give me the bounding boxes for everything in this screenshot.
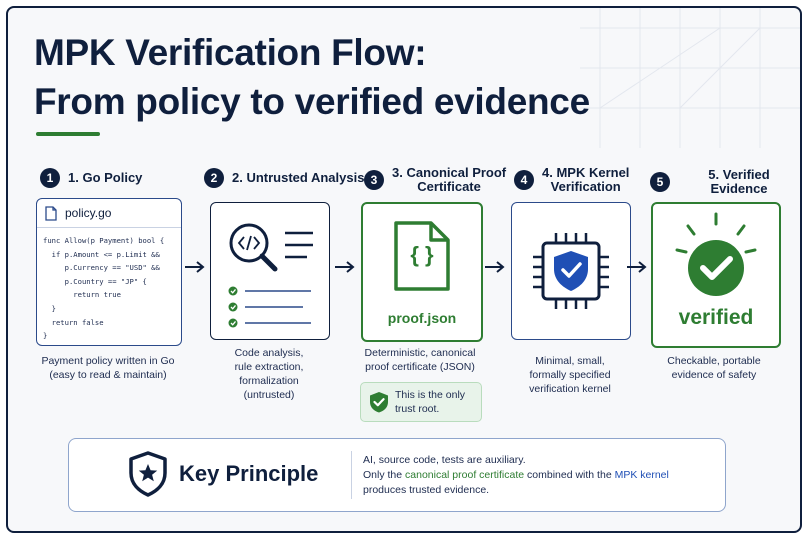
desc-line: Minimal, small, xyxy=(535,355,605,367)
step-2-title: 2. Untrusted Analysis xyxy=(232,170,365,185)
trust-line-2: trust root. xyxy=(395,403,440,415)
title-line-2: From policy to verified evidence xyxy=(34,81,590,122)
code-line: if p.Amount <= p.Limit && xyxy=(43,249,160,259)
arrow-right-icon xyxy=(627,261,647,273)
step-5-description: Checkable, portable evidence of safety xyxy=(644,354,784,382)
mpk-kernel-card xyxy=(511,202,631,340)
desc-line: Deterministic, canonical xyxy=(364,347,476,359)
code-search-icon xyxy=(228,223,313,328)
code-line: } xyxy=(43,303,56,313)
step-3-label: 3 3. Canonical Proof Certificate xyxy=(364,166,506,194)
code-line: p.Country == "JP" { xyxy=(43,276,147,286)
trust-root-text: This is the only trust root. xyxy=(395,388,465,416)
proof-file-name: proof.json xyxy=(387,310,457,326)
key-principle-title: Key Principle xyxy=(179,461,319,486)
step-3-title-line-1: 3. Canonical Proof xyxy=(392,165,507,180)
step-2-number: 2 xyxy=(204,168,224,188)
code-line: } xyxy=(43,331,48,341)
step-4-number: 4 xyxy=(514,170,534,190)
step-4-description: Minimal, small, formally specified verif… xyxy=(502,354,638,396)
desc-line: Checkable, portable xyxy=(667,355,761,367)
code-line: func Allow(p Payment) bool { xyxy=(43,236,165,245)
code-block: func Allow(p Payment) bool { if p.Amount… xyxy=(43,234,181,343)
principle-line-2-mid: combined with the xyxy=(524,469,615,481)
desc-line: formalization xyxy=(239,375,299,387)
principle-line-2-pre: Only the xyxy=(363,469,406,481)
background-grid-decoration xyxy=(580,8,800,148)
desc-line: Payment policy written in Go xyxy=(41,355,175,367)
arrow-right-icon xyxy=(485,261,505,273)
desc-line: rule extraction, xyxy=(234,361,304,373)
desc-line: formally specified xyxy=(529,369,611,381)
desc-line: evidence of safety xyxy=(671,369,757,381)
code-line: return false xyxy=(43,317,104,327)
principle-line-1: AI, source code, tests are auxiliary. xyxy=(363,454,526,466)
step-4-title-line-2: Verification xyxy=(550,179,621,194)
step-2-label: 2 2. Untrusted Analysis xyxy=(204,168,364,188)
step-1-description: Payment policy written in Go (easy to re… xyxy=(28,354,188,382)
shield-check-icon xyxy=(370,392,388,413)
proof-certificate-card: { } proof.json xyxy=(361,202,483,342)
step-5-label: 5 5. Verified Evidence xyxy=(650,168,800,196)
code-file-name: policy.go xyxy=(65,206,112,220)
step-4-title-line-1: 4. MPK Kernel xyxy=(542,165,630,180)
step-3-description: Deterministic, canonical proof certifica… xyxy=(350,346,490,374)
code-line: return true xyxy=(43,290,121,300)
untrusted-analysis-card xyxy=(210,202,330,340)
json-braces: { } xyxy=(410,242,434,267)
step-4-label: 4 4. MPK Kernel Verification xyxy=(514,166,629,194)
trust-line-1: This is the only xyxy=(395,389,466,401)
shield-chip-icon xyxy=(533,233,609,309)
key-principle-divider xyxy=(351,451,352,499)
key-principle-box: Key Principle AI, source code, tests are… xyxy=(68,438,726,512)
diagram-frame: MPK Verification Flow: From policy to ve… xyxy=(6,6,802,533)
principle-highlight-kernel: MPK kernel xyxy=(614,469,669,481)
page-title: MPK Verification Flow: From policy to ve… xyxy=(34,28,590,126)
step-4-title: 4. MPK Kernel Verification xyxy=(542,166,629,194)
arrow-right-icon xyxy=(335,261,355,273)
desc-line: Code analysis, xyxy=(234,347,304,359)
step-5-title: 5. Verified Evidence xyxy=(708,167,770,196)
go-policy-code-card: policy.go func Allow(p Payment) bool { i… xyxy=(36,198,182,346)
step-3-title-line-2: Certificate xyxy=(417,179,481,194)
step-1-title: 1. Go Policy xyxy=(68,170,143,185)
check-list-icon xyxy=(228,286,311,328)
code-card-header: policy.go xyxy=(37,199,181,228)
step-1-number: 1 xyxy=(40,168,60,188)
file-icon xyxy=(45,205,57,221)
desc-line: (easy to read & maintain) xyxy=(49,369,167,381)
verified-evidence-card: verified xyxy=(651,202,781,348)
step-3-title: 3. Canonical Proof Certificate xyxy=(392,166,506,194)
step-3-number: 3 xyxy=(364,170,384,190)
desc-line: proof certificate (JSON) xyxy=(365,361,475,373)
arrow-right-icon xyxy=(185,261,205,273)
desc-line: (untrusted) xyxy=(243,389,295,401)
code-line: p.Currency == "USD" && xyxy=(43,263,160,273)
principle-line-3: produces trusted evidence. xyxy=(363,484,490,496)
principle-highlight-certificate: canonical proof certificate xyxy=(405,469,525,481)
step-5-number: 5 xyxy=(650,172,670,192)
star-shield-icon xyxy=(129,451,167,497)
desc-line: verification kernel xyxy=(529,383,611,395)
step-2-description: Code analysis, rule extraction, formaliz… xyxy=(204,346,334,402)
title-underline xyxy=(36,132,100,136)
verified-check-icon xyxy=(675,212,757,296)
key-principle-text: AI, source code, tests are auxiliary. On… xyxy=(363,453,669,498)
step-1-label: 1 1. Go Policy xyxy=(40,168,142,188)
title-line-1: MPK Verification Flow: xyxy=(34,32,427,73)
verified-label: verified xyxy=(678,306,754,329)
trust-root-note: This is the only trust root. xyxy=(360,382,482,422)
json-file-icon xyxy=(394,221,450,291)
